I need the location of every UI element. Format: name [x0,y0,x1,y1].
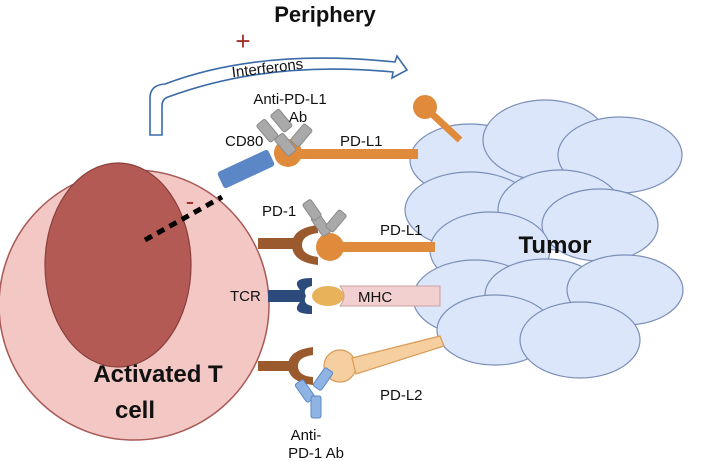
anti-pd1-ab-label-line2: PD-1 Ab [288,445,344,461]
diagram-title: Periphery [274,2,376,27]
pdl1-mid-stalk [340,242,435,252]
pdl1-top-label: PD-L1 [340,133,383,150]
anti-pdl1-antibody-2 [302,199,347,237]
pdl1-top-stalk [427,109,463,143]
interferon-plus-sign: + [235,26,250,56]
tumor-cell [519,301,641,379]
tcr-receptor [268,278,312,314]
anti-pdl1-ab-label-line1: Anti-PD-L1 [253,91,326,108]
t-cell-label-line1: Activated T [93,361,223,388]
pdl1-top-head [413,95,437,119]
pd1-stalk [258,238,300,249]
inhibitory-signal-line [143,194,224,243]
cd80-receptor [217,149,275,189]
t-cell-label-line2: cell [115,397,155,424]
pdl2-stalk [351,335,445,375]
tcr-label: TCR [230,288,261,305]
mhc-label: MHC [358,289,392,306]
t-cell-nucleus [44,162,192,368]
pd1-lower-stalk [258,361,298,371]
pdl1-mid-head [316,233,344,261]
interferons-label: Interferons [231,56,304,82]
inhibition-minus-sign: - [186,186,195,216]
cd80-label: CD80 [225,133,263,150]
antigen [312,286,344,306]
tumor-cluster [404,99,684,379]
pd1-label: PD-1 [262,203,296,220]
anti-pdl1-antibody [256,109,313,157]
anti-pdl1-ab-label-line2: Ab [289,109,307,126]
mhc-molecule [338,285,441,307]
tumor-label: Tumor [519,232,592,259]
pd1-cup [292,225,318,265]
anti-pd1-ab-label-line1: Anti- [291,427,322,444]
pdl1-mid-label: PD-L1 [380,222,423,239]
anti-pd1-antibody [294,367,334,419]
pdl1-bound-stalk [296,149,418,159]
pd1-lower-cup [288,347,313,385]
interferon-arrow [149,54,409,136]
pdl2-label: PD-L2 [380,387,423,404]
